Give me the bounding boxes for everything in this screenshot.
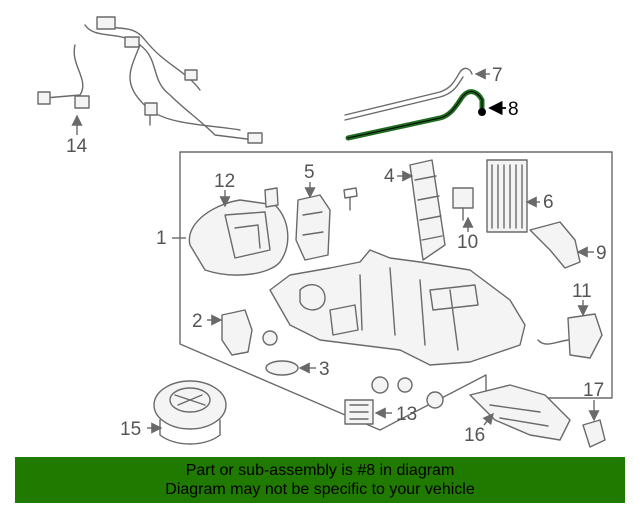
banner-line-1: Part or sub-assembly is #8 in diagram <box>185 462 455 479</box>
callout-7: 7 <box>492 65 503 86</box>
callout-13: 13 <box>396 404 417 425</box>
callout-15: 15 <box>120 419 141 440</box>
evaporator-part-4 <box>409 159 446 261</box>
sensor-part-10 <box>452 187 474 221</box>
screw <box>343 187 358 211</box>
callout-11: 11 <box>572 281 592 302</box>
grommet <box>371 376 389 394</box>
callout-16: 16 <box>464 425 485 446</box>
callout-10: 10 <box>457 232 478 253</box>
callout-14: 14 <box>66 136 88 157</box>
blower-housing <box>188 199 289 276</box>
actuator-part-5 <box>295 194 331 261</box>
callout-9: 9 <box>596 243 607 264</box>
banner-line-2: Diagram may not be specific to your vehi… <box>165 481 475 498</box>
callout-6: 6 <box>543 192 554 213</box>
bracket-part-2 <box>221 309 253 356</box>
info-banner: Part or sub-assembly is #8 in diagram Di… <box>15 457 625 503</box>
heater-core-part-6 <box>486 159 528 233</box>
wiring-harness <box>37 16 263 144</box>
duct-part-16 <box>469 384 571 441</box>
callout-17: 17 <box>583 380 604 401</box>
parts-diagram: 1 2 3 4 5 6 7 8 9 10 11 12 13 14 15 16 1… <box>37 16 613 448</box>
actuator-part-11 <box>537 313 603 359</box>
callout-1: 1 <box>156 228 167 249</box>
sensor-part-17 <box>582 419 606 448</box>
blower-motor-part-15 <box>153 380 227 445</box>
hvac-case <box>269 249 526 366</box>
resistor-part-13 <box>344 399 374 425</box>
seal-part-3 <box>265 360 299 376</box>
grommet <box>397 377 413 393</box>
callout-4: 4 <box>384 166 395 187</box>
callout-2: 2 <box>192 311 203 332</box>
callout-12: 12 <box>214 171 235 192</box>
grommet <box>262 330 278 346</box>
assembly-frame <box>179 151 613 431</box>
callout-5: 5 <box>304 162 315 183</box>
grommet <box>426 391 444 409</box>
callout-8: 8 <box>508 99 519 120</box>
callout-3: 3 <box>319 359 330 380</box>
tube-part-8-highlighted <box>345 89 486 141</box>
clip <box>264 187 279 208</box>
duct-part-9 <box>529 221 581 269</box>
tube-part-7 <box>344 67 473 121</box>
